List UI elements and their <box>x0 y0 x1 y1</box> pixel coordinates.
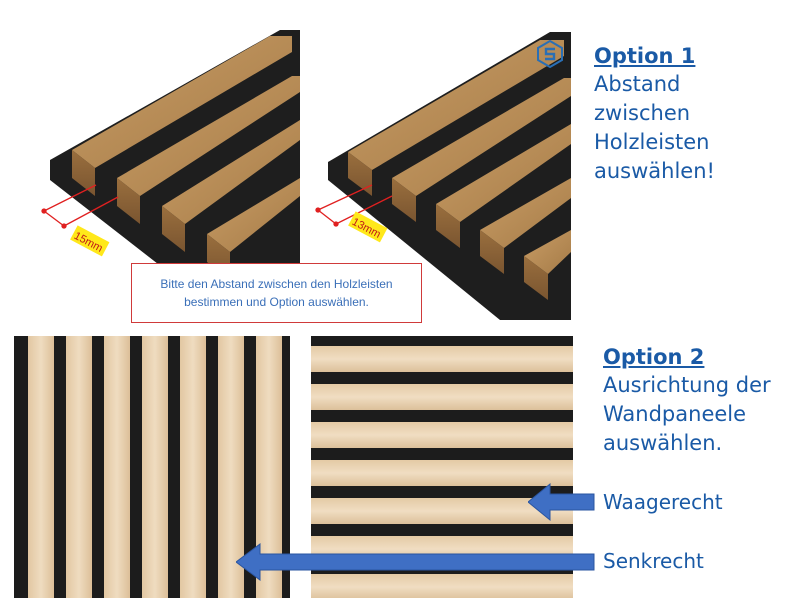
slat <box>66 336 92 598</box>
option-2-title: Option 2 <box>603 345 705 369</box>
logo-icon <box>537 40 563 68</box>
dimension-marker <box>41 184 119 229</box>
option-1-title: Option 1 <box>594 44 696 68</box>
slat <box>524 230 571 300</box>
slat <box>480 178 571 274</box>
option-1-line: zwischen <box>594 101 691 125</box>
instruction-notice: Bitte den Abstand zwischen den Holzleist… <box>131 263 422 323</box>
slat <box>162 120 300 252</box>
option-2-line: auswählen. <box>603 431 723 455</box>
slat <box>117 76 300 224</box>
arrow-left-icon <box>236 543 595 581</box>
notice-line-1: Bitte den Abstand zwischen den Holzleist… <box>160 277 393 291</box>
option-2-line: Wandpaneele <box>603 402 747 426</box>
option-1-line: Abstand <box>594 72 681 96</box>
slat <box>28 336 54 598</box>
slat <box>311 460 573 486</box>
slat <box>311 574 573 598</box>
slat <box>311 346 573 372</box>
label-vertical: Senkrecht <box>603 549 704 573</box>
slat <box>311 422 573 448</box>
panel-3d-15mm: 15mm <box>41 30 300 320</box>
option-1-line: Holzleisten <box>594 130 710 154</box>
slat <box>180 336 206 598</box>
option-1-block: Option 1 Abstand zwischen Holzleisten au… <box>594 42 790 186</box>
dimension-marker <box>315 184 393 227</box>
option-2-line: Ausrichtung der <box>603 373 771 397</box>
option-2-block: Option 2 Ausrichtung der Wandpaneele aus… <box>603 343 793 458</box>
slat <box>348 40 564 196</box>
panel-3d-13mm: 13mm <box>315 32 571 320</box>
slat <box>142 336 168 598</box>
slat <box>218 336 244 598</box>
slat <box>392 78 571 222</box>
arrow-left-icon <box>528 482 595 522</box>
slat <box>311 384 573 410</box>
option-1-line: auswählen! <box>594 159 715 183</box>
notice-line-2: bestimmen und Option auswählen. <box>184 295 369 309</box>
slat <box>72 36 292 196</box>
slat <box>436 124 571 248</box>
label-horizontal: Waagerecht <box>603 490 723 514</box>
slat <box>104 336 130 598</box>
